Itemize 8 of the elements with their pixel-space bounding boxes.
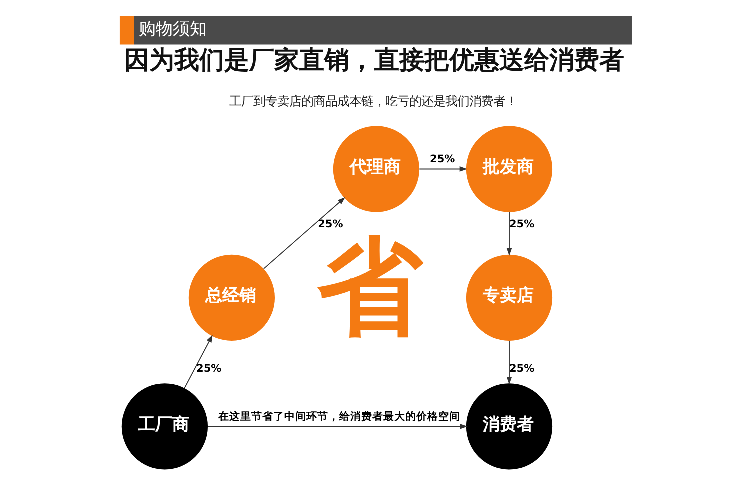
edge-label: 25% (430, 153, 456, 166)
edge-label: 在这里节省了中间环节，给消费者最大的价格空间 (218, 410, 461, 423)
diagram-title: 购物须知 (139, 20, 208, 40)
edge-label: 25% (509, 362, 535, 375)
edge-label: 25% (509, 218, 535, 230)
edge-label: 25% (196, 362, 222, 375)
label: 工厂到专卖店的商品成本链，吃亏的还是我们消费者！ (230, 93, 518, 108)
label: 因为我们是厂家直销，直接把优惠送给消费者 (124, 46, 625, 75)
